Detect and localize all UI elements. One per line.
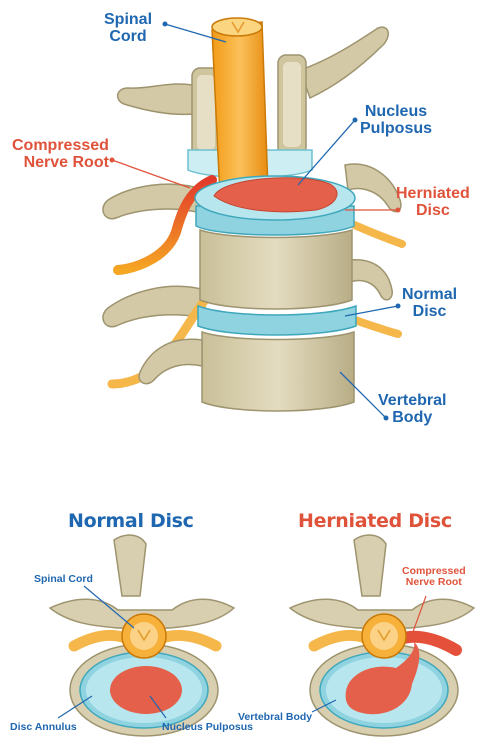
spine-3d bbox=[103, 18, 402, 421]
label-compressed-nerve-root-axial-line2: Nerve Root bbox=[402, 577, 466, 588]
facet-right-texture bbox=[283, 62, 301, 147]
label-compressed-nerve-root-axial: Compressed Nerve Root bbox=[402, 566, 466, 588]
transverse-process-low-right bbox=[350, 260, 392, 300]
normal-disc-axial bbox=[50, 535, 234, 736]
label-herniated-disc-line2: Disc bbox=[396, 203, 470, 220]
title-normal-disc: Normal Disc bbox=[68, 510, 194, 532]
transverse-process-mid-right bbox=[345, 164, 401, 212]
spinal-cord-inner-left bbox=[130, 622, 158, 650]
label-spinal-cord-axial: Spinal Cord bbox=[34, 574, 93, 585]
label-nucleus-pulposus-axial: Nucleus Pulposus bbox=[162, 722, 253, 733]
facet-left-texture bbox=[197, 75, 215, 150]
label-disc-annulus: Disc Annulus bbox=[10, 722, 77, 733]
nucleus-pulposus-left bbox=[110, 666, 182, 714]
label-normal-disc: Normal Disc bbox=[402, 287, 457, 321]
label-herniated-disc-line1: Herniated bbox=[396, 186, 470, 203]
label-spinal-cord: Spinal Cord bbox=[104, 12, 152, 46]
label-nucleus-pulposus: Nucleus Pulposus bbox=[360, 104, 432, 138]
label-normal-disc-line2: Disc bbox=[402, 304, 457, 321]
nerve-root-right-lower bbox=[350, 318, 398, 334]
label-normal-disc-line1: Normal bbox=[402, 287, 457, 304]
spinal-cord-inner-right bbox=[370, 622, 398, 650]
label-nucleus-pulposus-line2: Pulposus bbox=[360, 121, 432, 138]
label-vertebral-body-axial: Vertebral Body bbox=[238, 712, 312, 723]
spinous-process-left bbox=[114, 535, 146, 596]
title-herniated-disc: Herniated Disc bbox=[298, 510, 452, 532]
vertebral-body-middle bbox=[200, 230, 352, 309]
lower-posterior-process bbox=[139, 339, 202, 383]
spinal-cord-top bbox=[212, 18, 262, 36]
label-compressed-nerve-root: Compressed Nerve Root bbox=[12, 138, 109, 172]
label-herniated-disc: Herniated Disc bbox=[396, 186, 470, 220]
label-vertebral-body: Vertebral Body bbox=[378, 393, 446, 427]
label-nucleus-pulposus-line1: Nucleus bbox=[360, 104, 432, 121]
spinous-process-right bbox=[354, 535, 386, 596]
label-spinal-cord-line2: Cord bbox=[104, 29, 152, 46]
label-compressed-nerve-root-line2: Nerve Root bbox=[12, 155, 109, 172]
label-spinal-cord-line1: Spinal bbox=[104, 12, 152, 29]
label-vertebral-body-line1: Vertebral bbox=[378, 393, 446, 410]
spinal-cord bbox=[212, 22, 268, 196]
normal-disc bbox=[198, 306, 356, 335]
vertebral-body-lower bbox=[202, 332, 354, 411]
label-compressed-nerve-root-line1: Compressed bbox=[12, 138, 109, 155]
nerve-root-right-upper bbox=[348, 222, 402, 244]
label-vertebral-body-line2: Body bbox=[378, 410, 446, 427]
transverse-process-upper-right bbox=[300, 27, 388, 98]
